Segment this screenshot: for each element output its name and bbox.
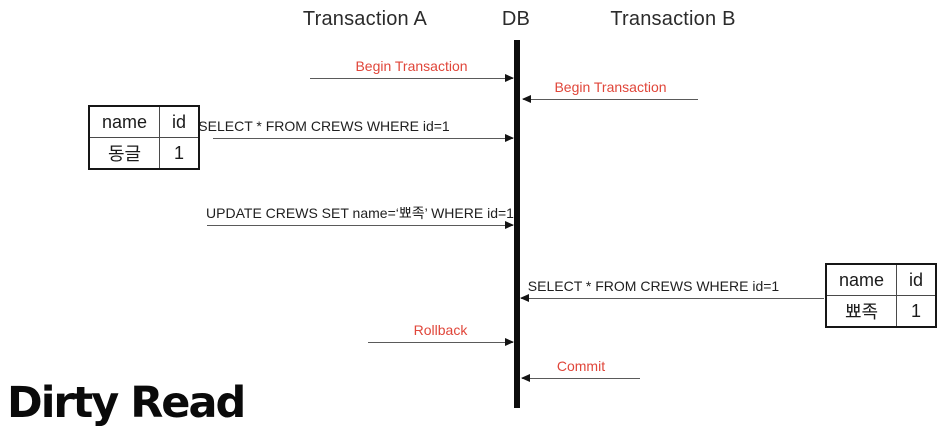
arrowhead-right-icon bbox=[505, 134, 514, 142]
message-update-transaction-a: UPDATE CREWS SET name=‘뾰족’ WHERE id=1 bbox=[206, 205, 514, 229]
arrowhead-left-icon bbox=[521, 374, 530, 382]
message-label: SELECT * FROM CREWS WHERE id=1 bbox=[198, 118, 450, 134]
message-label: UPDATE CREWS SET name=‘뾰족’ WHERE id=1 bbox=[206, 205, 514, 221]
table-header-cell: name bbox=[827, 265, 897, 296]
page-title: Dirty Read bbox=[7, 378, 246, 428]
message-label: Commit bbox=[556, 358, 606, 374]
message-label: Rollback bbox=[413, 322, 468, 338]
arrow-line bbox=[368, 338, 514, 346]
message-begin-transaction-b: Begin Transaction bbox=[522, 79, 698, 103]
lane-header-transaction-a: Transaction A bbox=[302, 8, 428, 30]
arrowhead-right-icon bbox=[505, 74, 514, 82]
arrowhead-left-icon bbox=[520, 294, 529, 302]
result-table-transaction-b: name id 뾰족 1 bbox=[825, 263, 937, 328]
table-header-cell: id bbox=[897, 265, 935, 296]
table-header-cell: id bbox=[160, 107, 198, 138]
table-data-cell: 뾰족 bbox=[827, 296, 897, 326]
arrow-line bbox=[520, 294, 824, 302]
arrow-line bbox=[521, 374, 640, 382]
lane-header-db: DB bbox=[501, 8, 531, 30]
arrow-line bbox=[213, 134, 514, 142]
message-label: Begin Transaction bbox=[355, 58, 468, 74]
message-begin-transaction-a: Begin Transaction bbox=[310, 58, 514, 82]
message-select-transaction-a: SELECT * FROM CREWS WHERE id=1 bbox=[198, 118, 514, 142]
table-data-cell: 1 bbox=[910, 300, 921, 321]
arrow-line bbox=[310, 74, 514, 82]
db-lifeline-bar bbox=[514, 40, 520, 408]
arrowhead-right-icon bbox=[505, 338, 514, 346]
message-select-transaction-b: SELECT * FROM CREWS WHERE id=1 bbox=[520, 278, 824, 302]
table-header-cell: name bbox=[90, 107, 160, 138]
table-data-cell: 1 bbox=[173, 142, 184, 163]
message-label: SELECT * FROM CREWS WHERE id=1 bbox=[527, 278, 780, 294]
arrow-line bbox=[522, 95, 698, 103]
arrow-line bbox=[207, 221, 514, 229]
message-rollback: Rollback bbox=[368, 322, 514, 346]
message-label: Begin Transaction bbox=[554, 79, 667, 95]
result-table-transaction-a: name id 동글 1 bbox=[88, 105, 200, 170]
lane-header-transaction-b: Transaction B bbox=[610, 8, 736, 30]
message-commit: Commit bbox=[521, 358, 640, 382]
arrowhead-left-icon bbox=[522, 95, 531, 103]
table-data-cell: 동글 bbox=[90, 138, 160, 168]
arrowhead-right-icon bbox=[505, 221, 514, 229]
